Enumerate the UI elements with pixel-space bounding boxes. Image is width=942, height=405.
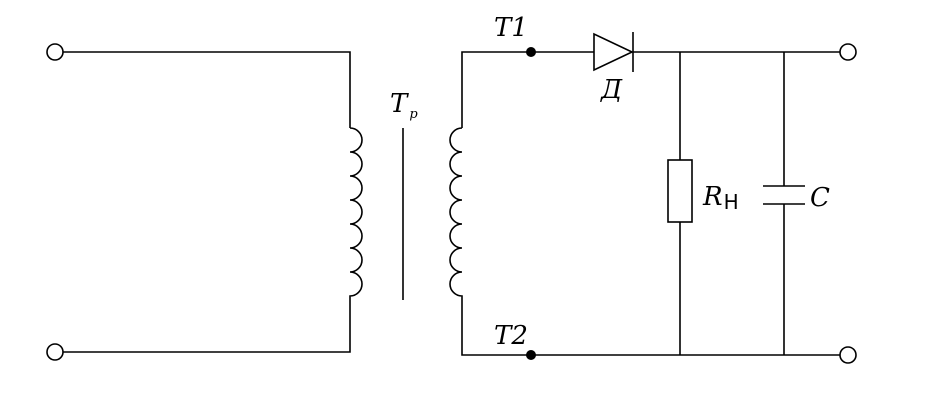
input-wire-bottom	[63, 300, 351, 353]
input-terminal-bottom	[46, 343, 64, 361]
resistor-label: RН	[702, 182, 739, 214]
secondary-wire-bottom	[461, 300, 840, 356]
secondary-winding	[449, 127, 463, 300]
test-point-t1	[526, 47, 536, 57]
transformer-label-sub: р	[409, 107, 418, 122]
load-resistor	[667, 159, 693, 223]
transformer-label-main: T	[390, 89, 409, 119]
resistor-label-sub: Н	[724, 190, 739, 214]
test-point-t1-label: T1	[494, 13, 528, 43]
diode-symbol	[593, 32, 634, 72]
input-wire-top	[63, 51, 351, 128]
resistor-label-main: R	[702, 182, 723, 212]
output-terminal-top	[839, 43, 857, 61]
diode-label: Д	[600, 75, 623, 105]
capacitor-label: C	[810, 183, 830, 213]
input-terminal-top	[46, 43, 64, 61]
secondary-wire-top	[461, 51, 594, 128]
test-point-t2-label: T2	[494, 321, 528, 351]
primary-winding	[349, 127, 363, 300]
output-terminal-bottom	[839, 346, 857, 364]
test-point-t2	[526, 350, 536, 360]
